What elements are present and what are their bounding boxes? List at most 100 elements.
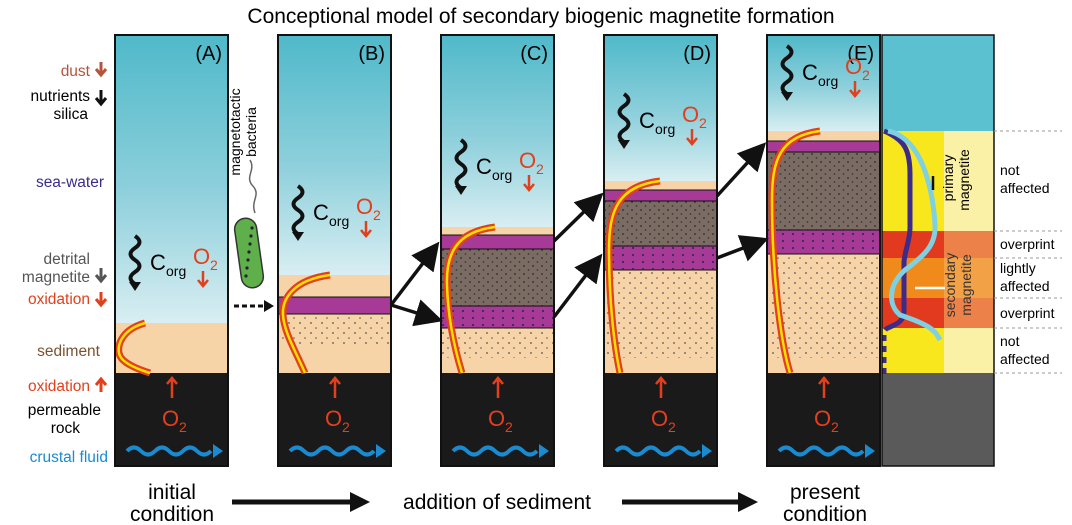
panel-a-label: (A)	[195, 43, 222, 65]
oxidation-top-label: oxidation	[28, 291, 90, 308]
panel-b-frame	[277, 34, 392, 467]
profile-frame	[881, 34, 995, 467]
oxidation-up-arrow-icon	[94, 376, 108, 392]
panel-c-rock-o2-up-arrow-icon	[492, 376, 504, 398]
panel-d-oxidation-front-core	[607, 179, 661, 374]
panel-c-fluid-arrow-head-icon	[539, 444, 549, 458]
panel-b-oxidation-front-core	[281, 273, 331, 374]
overprint-bottom-label: overprint	[1000, 305, 1055, 321]
panel-c-fluid-wave-icon	[451, 445, 539, 457]
bacteria-label-2: bacteria	[243, 107, 259, 157]
profile-primary-light	[944, 131, 994, 231]
timeline-arrow-1-head-icon	[350, 492, 370, 512]
arrow-c-to-d-upper	[552, 192, 604, 243]
initial-condition-label-2: condition	[130, 503, 214, 525]
magnetotactic-bacteria: magnetotactic bacteria	[227, 88, 274, 312]
panel-b-rock-o2-up-arrow-icon	[329, 376, 341, 398]
addition-of-sediment-label: addition of sediment	[403, 491, 591, 514]
panel-b-fluid-arrow-head-icon	[376, 444, 386, 458]
panel-a-o2-subscript: 2	[210, 257, 218, 273]
panel-d-corg-wave-icon	[617, 92, 631, 144]
panel-c-frame	[440, 34, 555, 467]
detrital-label: detrital	[43, 251, 90, 268]
panel-e-lower-layer-dots	[767, 230, 880, 254]
panel-a-corg-subscript: org	[166, 263, 186, 279]
panel-c-water	[441, 35, 554, 227]
not-affected-top-1: not	[1000, 162, 1020, 178]
bacteria-flagellum-icon	[248, 159, 257, 214]
panel-b-water	[278, 35, 391, 275]
oxidation-bottom-label: oxidation	[28, 378, 90, 395]
panel-e: (E)	[766, 34, 881, 467]
secondary-magnetite-curve	[887, 128, 943, 342]
panel-d-lower-dots	[604, 270, 717, 358]
arrow-d-to-e-upper	[715, 142, 767, 198]
panel-a-rock-o2-subscript: 2	[179, 419, 187, 435]
panel-e-o2-down-arrow-icon	[849, 81, 861, 98]
oxidation-down-arrow-icon	[94, 292, 108, 308]
bottom-timeline: initial condition addition of sediment p…	[130, 481, 867, 525]
panel-d: (D)	[603, 34, 718, 467]
rock-label: rock	[51, 420, 81, 437]
panel-c-o2-down-arrow-icon	[523, 175, 535, 192]
overprint-top-label: overprint	[1000, 236, 1055, 252]
not-affected-bottom-2: affected	[1000, 351, 1050, 367]
panel-e-o2-label: O	[845, 54, 862, 79]
panel-d-rock-o2-label: O	[651, 406, 668, 431]
nutrients-down-arrow-icon	[94, 90, 108, 107]
panel-c-corg-subscript: org	[492, 167, 512, 183]
panel-e-fluid-arrow-head-icon	[865, 444, 875, 458]
panel-e-oxidation-front-core	[770, 129, 821, 374]
silica-label: silica	[54, 106, 89, 123]
profile-rock-zone	[882, 373, 994, 466]
arrow-d-to-e-lower	[716, 235, 769, 262]
panel-b-fluid-wave-icon	[288, 445, 376, 457]
panel-d-frame	[603, 34, 718, 467]
panel-a-fluid-arrow-head-icon	[213, 444, 223, 458]
profile-water-zone	[882, 35, 994, 131]
panel-d-label: (D)	[683, 43, 711, 65]
panel-e-corg-subscript: org	[818, 73, 838, 89]
secondary-magnetite-label-2: magnetite	[958, 254, 974, 316]
panel-d-o2-down-arrow-icon	[686, 129, 698, 146]
panel-e-rock-o2-subscript: 2	[831, 419, 839, 435]
arrow-b-to-c-lower	[390, 299, 444, 327]
panel-b-rock-o2-label: O	[325, 406, 342, 431]
panel-b-corg-subscript: org	[329, 213, 349, 229]
panel-a-o2-label: O	[193, 244, 210, 269]
transition-arrows	[389, 142, 769, 327]
panel-e-corg-wave-icon	[780, 44, 794, 96]
panel-c-corg-label: C	[476, 154, 492, 179]
panel-e-detrital-dots	[767, 152, 880, 230]
bacteria-label-1: magnetotactic	[227, 88, 243, 175]
panel-c-lower-layer-dots	[441, 306, 554, 328]
panel-a-rock-o2-label: O	[162, 406, 179, 431]
magnetite-label: magnetite	[22, 269, 90, 286]
primary-magnetite-curve	[882, 128, 913, 332]
panel-c-oxidation-front-core	[445, 225, 496, 374]
panel-c-rock-o2-label: O	[488, 406, 505, 431]
panel-d-lower-layer-dots	[604, 246, 717, 270]
panel-a-corg-arrow-head-icon	[129, 282, 141, 291]
page-title: Conceptional model of secondary biogenic…	[247, 5, 834, 28]
dust-label: dust	[61, 63, 91, 80]
lightly-affected-1: lightly	[1000, 260, 1036, 276]
present-condition-label-1: present	[790, 481, 860, 504]
arrow-b-to-c-upper	[389, 241, 440, 307]
initial-condition-label-1: initial	[148, 481, 196, 504]
panel-d-o2-label: O	[682, 102, 699, 127]
panel-d-detrital-dots	[604, 201, 717, 246]
profile-lower-light	[944, 328, 994, 373]
panel-e-fluid-wave-icon	[777, 445, 865, 457]
panel-a-corg-label: C	[150, 250, 166, 275]
panel-b-magnetite-layer	[277, 296, 392, 315]
panel-b-detrital-dots	[278, 314, 391, 344]
panel-a-fluid-wave-icon	[125, 445, 213, 457]
panel-e-corg-arrow-head-icon	[781, 92, 793, 101]
panel-b-label: (B)	[358, 43, 385, 65]
panel-c-o2-label: O	[519, 148, 536, 173]
panel-c-label: (C)	[520, 43, 548, 65]
bacteria-magnetosome-chain-icon	[244, 226, 254, 278]
